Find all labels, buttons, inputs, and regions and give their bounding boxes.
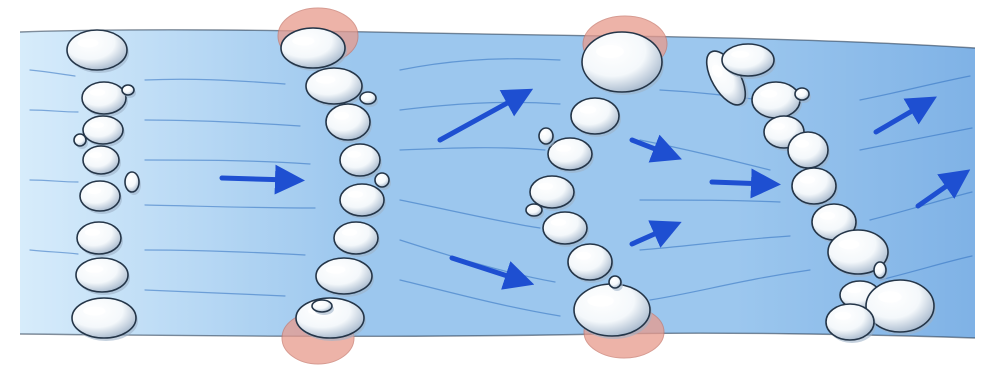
boulder-icon (826, 304, 876, 343)
flow-arrow-icon (222, 178, 290, 180)
flow-arrow-icon (712, 182, 766, 184)
